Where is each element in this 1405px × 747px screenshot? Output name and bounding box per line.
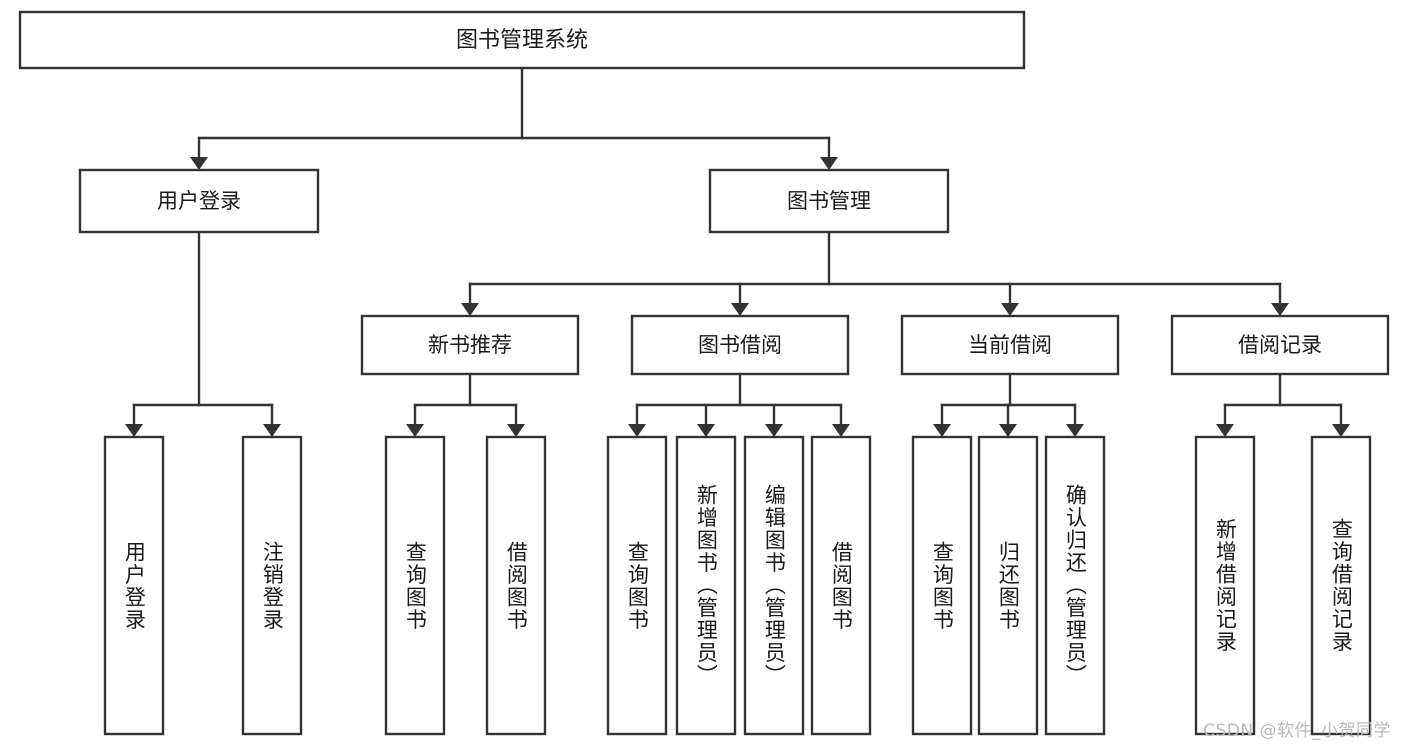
node-box-leaf-borrow-book-2[interactable] — [810, 435, 872, 736]
node-box-leaf-query-book-3[interactable] — [911, 435, 973, 736]
arrow-head-new-book-rec — [461, 303, 479, 316]
node-label-root: 图书管理系统 — [456, 28, 588, 53]
node-box-leaf-return-book[interactable] — [977, 435, 1039, 736]
arrow-head-leaf-edit-book-admin — [765, 424, 783, 437]
arrow-head-leaf-borrow-book-2 — [832, 424, 850, 437]
node-box-leaf-query-borrow-record[interactable] — [1310, 435, 1372, 736]
arrow-head-leaf-query-book-1 — [406, 424, 424, 437]
arrow-head-leaf-add-book-admin — [697, 424, 715, 437]
arrow-head-book-borrow — [731, 303, 749, 316]
node-label-user-login: 用户登录 — [157, 189, 241, 213]
arrow-head-book-manage — [820, 157, 838, 170]
node-box-leaf-query-book-1[interactable] — [384, 435, 446, 736]
arrow-head-leaf-query-borrow-record — [1332, 424, 1350, 437]
edges-layer — [125, 66, 1350, 437]
node-box-leaf-add-book-admin[interactable] — [675, 435, 737, 736]
node-box-current-borrow[interactable] — [900, 314, 1120, 376]
arrow-head-current-borrow — [1001, 303, 1019, 316]
watermark-text: CSDN @软件_小贺同学 — [1203, 721, 1391, 741]
node-box-borrow-record[interactable] — [1170, 314, 1390, 376]
arrow-head-leaf-user-login — [125, 424, 143, 437]
node-box-leaf-user-login[interactable] — [103, 435, 165, 736]
node-box-leaf-edit-book-admin[interactable] — [743, 435, 805, 736]
arrow-head-user-login — [190, 157, 208, 170]
node-box-book-manage[interactable] — [708, 168, 950, 234]
arrow-head-leaf-confirm-return-admin — [1066, 424, 1084, 437]
node-box-leaf-logout[interactable] — [241, 435, 303, 736]
node-label-book-borrow: 图书借阅 — [698, 333, 782, 357]
arrow-head-leaf-return-book — [999, 424, 1017, 437]
node-box-book-borrow[interactable] — [630, 314, 850, 376]
node-label-book-manage: 图书管理 — [787, 189, 871, 213]
node-box-leaf-confirm-return-admin[interactable] — [1044, 435, 1106, 736]
node-box-root[interactable] — [18, 10, 1026, 70]
node-box-new-book-rec[interactable] — [360, 314, 580, 376]
arrow-head-leaf-add-borrow-record — [1216, 424, 1234, 437]
arrow-head-leaf-query-book-2 — [628, 424, 646, 437]
arrow-head-leaf-query-book-3 — [933, 424, 951, 437]
node-label-borrow-record: 借阅记录 — [1238, 333, 1322, 357]
arrow-head-leaf-logout — [263, 424, 281, 437]
arrow-head-borrow-record — [1271, 303, 1289, 316]
node-box-user-login[interactable] — [78, 168, 320, 234]
node-label-current-borrow: 当前借阅 — [968, 333, 1052, 357]
arrow-head-leaf-borrow-book-1 — [507, 424, 525, 437]
node-label-new-book-rec: 新书推荐 — [428, 333, 512, 357]
node-box-leaf-add-borrow-record[interactable] — [1194, 435, 1256, 736]
node-box-leaf-query-book-2[interactable] — [606, 435, 668, 736]
node-box-leaf-borrow-book-1[interactable] — [485, 435, 547, 736]
boxes-layer — [18, 10, 1390, 736]
